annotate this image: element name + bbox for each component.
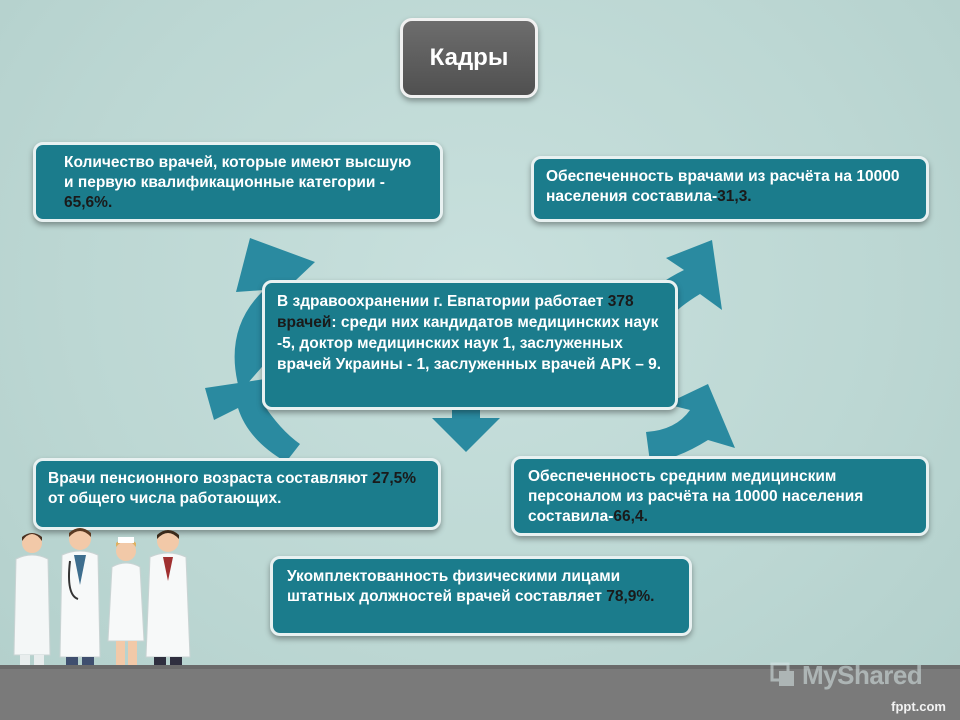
doctor-supply-value: 31,3. [717,188,752,205]
watermark: MyShared [770,660,925,690]
doctor-figure-2 [59,528,101,681]
center-box: В здравоохранении г. Евпатории работает … [262,280,678,410]
center-doctor-count: 378 врачей [277,293,634,331]
qualification-value: 65,6%. [64,194,113,211]
qualification-text: Количество врачей, которые имеют высшую … [64,154,412,191]
staffing-text: Укомплектованность физическими лицами шт… [287,568,621,605]
nurse-supply-value: 66,4. [613,508,648,525]
watermark-text: MyShared [802,659,923,690]
arrow-down-left [205,378,300,462]
nurse-supply-box: Обеспеченность средним медицинским персо… [511,456,929,536]
pension-text-post: от общего числа работающих. [48,490,282,507]
footer-bar: fppt.com [0,665,960,720]
doctor-supply-box: Обеспеченность врачами из расчёта на 100… [531,156,929,222]
footer-site-label: fppt.com [891,699,946,714]
doctor-figure-1 [13,533,51,681]
center-text-part1: В здравоохранении г. Евпатории работает [277,293,608,310]
center-text-part2: : среди них кандидатов медицинских наук … [277,314,662,373]
doctor-figure-4 [145,530,191,681]
watermark-logo-icon [770,662,794,686]
pension-text-pre: Врачи пенсионного возраста составляют [48,470,373,487]
medical-staff-illustration [13,528,191,681]
staffing-box: Укомплектованность физическими лицами шт… [270,556,692,636]
staffing-value: 78,9%. [606,588,655,605]
page-title: Кадры [429,44,509,71]
pension-box: Врачи пенсионного возраста составляют 27… [33,458,441,530]
arrow-down-center [432,395,500,452]
nurse-figure [107,537,145,681]
arrow-up-left [234,238,315,392]
pension-value: 27,5% [372,470,417,487]
title-box: Кадры [400,18,538,98]
qualification-box: Количество врачей, которые имеют высшую … [33,142,443,222]
nurse-supply-text: Обеспеченность средним медицинским персо… [528,468,864,525]
doctor-supply-text: Обеспеченность врачами из расчёта на 100… [546,168,900,205]
